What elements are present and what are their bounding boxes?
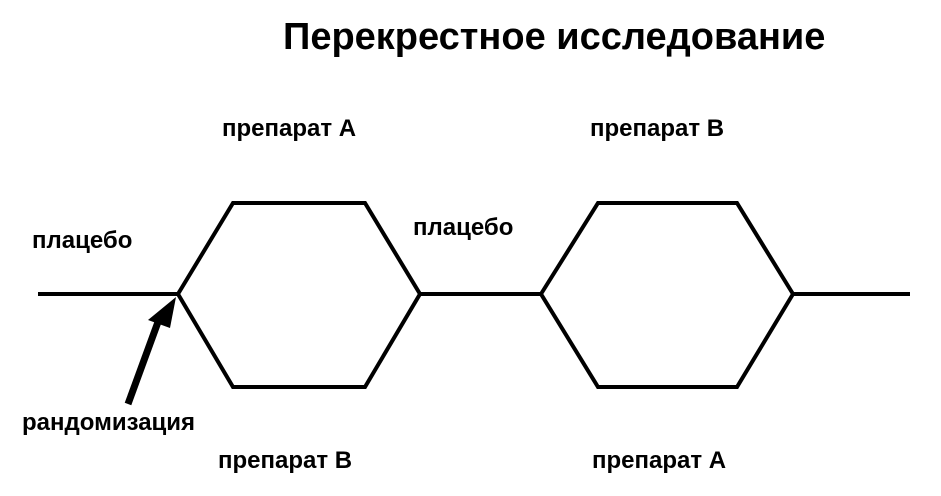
label-drug-a-top: препарат A xyxy=(222,115,357,142)
label-randomization: рандомизация xyxy=(22,409,196,436)
label-placebo-middle: плацебо xyxy=(413,214,514,241)
randomization-arrow xyxy=(124,297,176,406)
diagram-title: Перекрестное исследование xyxy=(283,16,826,58)
label-drug-b-bottom: препарат B xyxy=(218,447,353,474)
hexagon-period-2 xyxy=(538,201,796,389)
label-drug-a-bottom: препарат A xyxy=(592,447,727,474)
label-placebo-left: плацебо xyxy=(32,227,133,254)
arrow-head-icon xyxy=(148,297,176,328)
label-drug-b-top: препарат B xyxy=(590,115,725,142)
hexagon-period-1 xyxy=(175,201,423,389)
